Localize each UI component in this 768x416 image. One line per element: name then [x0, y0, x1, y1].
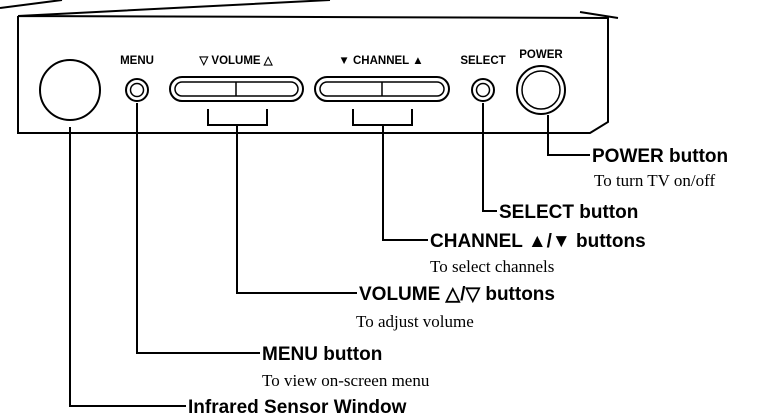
power-leader-line [547, 115, 590, 156]
power-callout-title: POWER button [592, 146, 728, 167]
menu-panel-label: MENU [120, 55, 154, 67]
power-panel-label: POWER [519, 49, 563, 61]
channel-panel-label: ▼ CHANNEL ▲ [338, 55, 423, 67]
channel-bracket [352, 109, 428, 241]
volume-callout-title: VOLUME △/▽ buttons [359, 284, 555, 305]
menu-leader-line [136, 103, 260, 354]
volume-callout-desc: To adjust volume [356, 312, 474, 331]
select-callout-title: SELECT button [499, 202, 638, 223]
control-panel-outline [17, 15, 609, 134]
cabinet-top-edge [0, 0, 619, 19]
volume-panel-label: ▽ VOLUME △ [198, 55, 273, 67]
select-leader-line [482, 103, 497, 212]
channel-rocker-button[interactable] [314, 76, 450, 102]
sensor-callout-title: Infrared Sensor Window [188, 397, 407, 416]
volume-rocker-button[interactable] [169, 76, 304, 102]
power-callout-desc: To turn TV on/off [594, 171, 715, 190]
channel-callout-desc: To select channels [430, 257, 554, 276]
power-button[interactable] [516, 65, 566, 115]
menu-callout-desc: To view on-screen menu [262, 371, 430, 390]
sensor-leader-line [69, 127, 186, 407]
menu-callout-title: MENU button [262, 344, 382, 365]
infrared-sensor-window [39, 59, 101, 121]
channel-callout-title: CHANNEL ▲/▼ buttons [430, 231, 646, 252]
select-panel-label: SELECT [460, 55, 505, 67]
menu-button[interactable] [125, 78, 149, 102]
select-button[interactable] [471, 78, 495, 102]
volume-bracket [207, 109, 357, 294]
